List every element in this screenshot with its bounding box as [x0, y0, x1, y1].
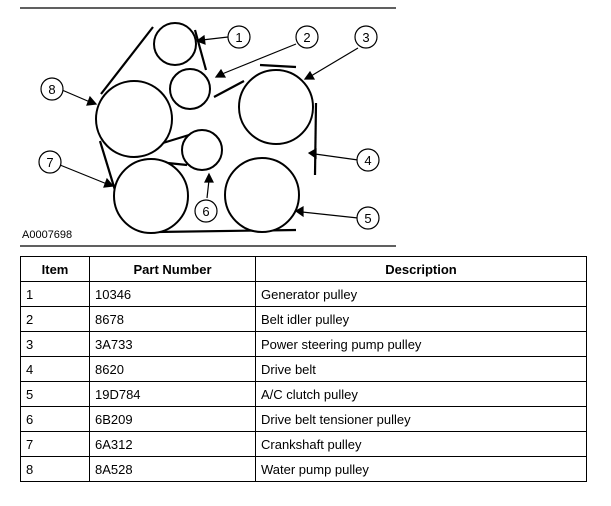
belt-routing-diagram: 1 2 3 4 5 6 7 8: [20, 7, 396, 247]
description-cell: Power steering pump pulley: [255, 331, 587, 357]
callout-5-label: 5: [364, 211, 371, 226]
callout-7-label: 7: [46, 155, 53, 170]
table-row: 6 6B209 Drive belt tensioner pulley: [20, 406, 587, 432]
table-row: 8 8A528 Water pump pulley: [20, 456, 587, 482]
belt-idler-pulley: [169, 68, 211, 110]
parts-table: Item Part Number Description 1 10346 Gen…: [20, 256, 587, 482]
callout-8-label: 8: [48, 82, 55, 97]
part-number-cell: 8678: [89, 306, 256, 332]
description-cell: Drive belt: [255, 356, 587, 382]
description-cell: A/C clutch pulley: [255, 381, 587, 407]
part-number-cell: 3A733: [89, 331, 256, 357]
item-cell: 8: [20, 456, 90, 482]
description-cell: Belt idler pulley: [255, 306, 587, 332]
generator-pulley: [153, 22, 197, 66]
item-cell: 3: [20, 331, 90, 357]
table-header-row: Item Part Number Description: [20, 256, 587, 282]
header-part-number: Part Number: [89, 256, 256, 282]
table-row: 3 3A733 Power steering pump pulley: [20, 331, 587, 357]
callout-2-label: 2: [303, 30, 310, 45]
callout-8: 8: [40, 77, 64, 101]
description-cell: Drive belt tensioner pulley: [255, 406, 587, 432]
part-number-cell: 8620: [89, 356, 256, 382]
ac-clutch-pulley: [224, 157, 300, 233]
item-cell: 7: [20, 431, 90, 457]
callout-2: 2: [295, 25, 319, 49]
item-cell: 1: [20, 281, 90, 307]
header-description: Description: [255, 256, 587, 282]
callout-4: 4: [356, 148, 380, 172]
callout-6: 6: [194, 199, 218, 223]
part-number-cell: 10346: [89, 281, 256, 307]
part-number-cell: 6B209: [89, 406, 256, 432]
part-number-cell: 8A528: [89, 456, 256, 482]
table-row: 1 10346 Generator pulley: [20, 281, 587, 307]
item-cell: 4: [20, 356, 90, 382]
part-number-cell: 19D784: [89, 381, 256, 407]
callout-1: 1: [227, 25, 251, 49]
description-cell: Crankshaft pulley: [255, 431, 587, 457]
description-cell: Water pump pulley: [255, 456, 587, 482]
item-cell: 6: [20, 406, 90, 432]
drive-belt-tensioner-pulley: [181, 129, 223, 171]
callout-7: 7: [38, 150, 62, 174]
item-cell: 2: [20, 306, 90, 332]
table-row: 4 8620 Drive belt: [20, 356, 587, 382]
callout-6-label: 6: [202, 204, 209, 219]
figure-id: A0007698: [22, 229, 73, 241]
water-pump-pulley: [95, 80, 173, 158]
callout-3-label: 3: [362, 30, 369, 45]
callout-1-label: 1: [235, 30, 242, 45]
header-item: Item: [20, 256, 90, 282]
item-cell: 5: [20, 381, 90, 407]
belt-routing-figure: 1 2 3 4 5 6 7 8 A0007698: [0, 0, 611, 252]
part-number-cell: 6A312: [89, 431, 256, 457]
description-cell: Generator pulley: [255, 281, 587, 307]
callout-4-label: 4: [364, 153, 371, 168]
table-row: 7 6A312 Crankshaft pulley: [20, 431, 587, 457]
callout-3: 3: [354, 25, 378, 49]
callout-5: 5: [356, 206, 380, 230]
crankshaft-pulley: [113, 158, 189, 234]
callout-leaders: [59, 34, 359, 219]
table-row: 5 19D784 A/C clutch pulley: [20, 381, 587, 407]
power-steering-pump-pulley: [238, 69, 314, 145]
table-row: 2 8678 Belt idler pulley: [20, 306, 587, 332]
